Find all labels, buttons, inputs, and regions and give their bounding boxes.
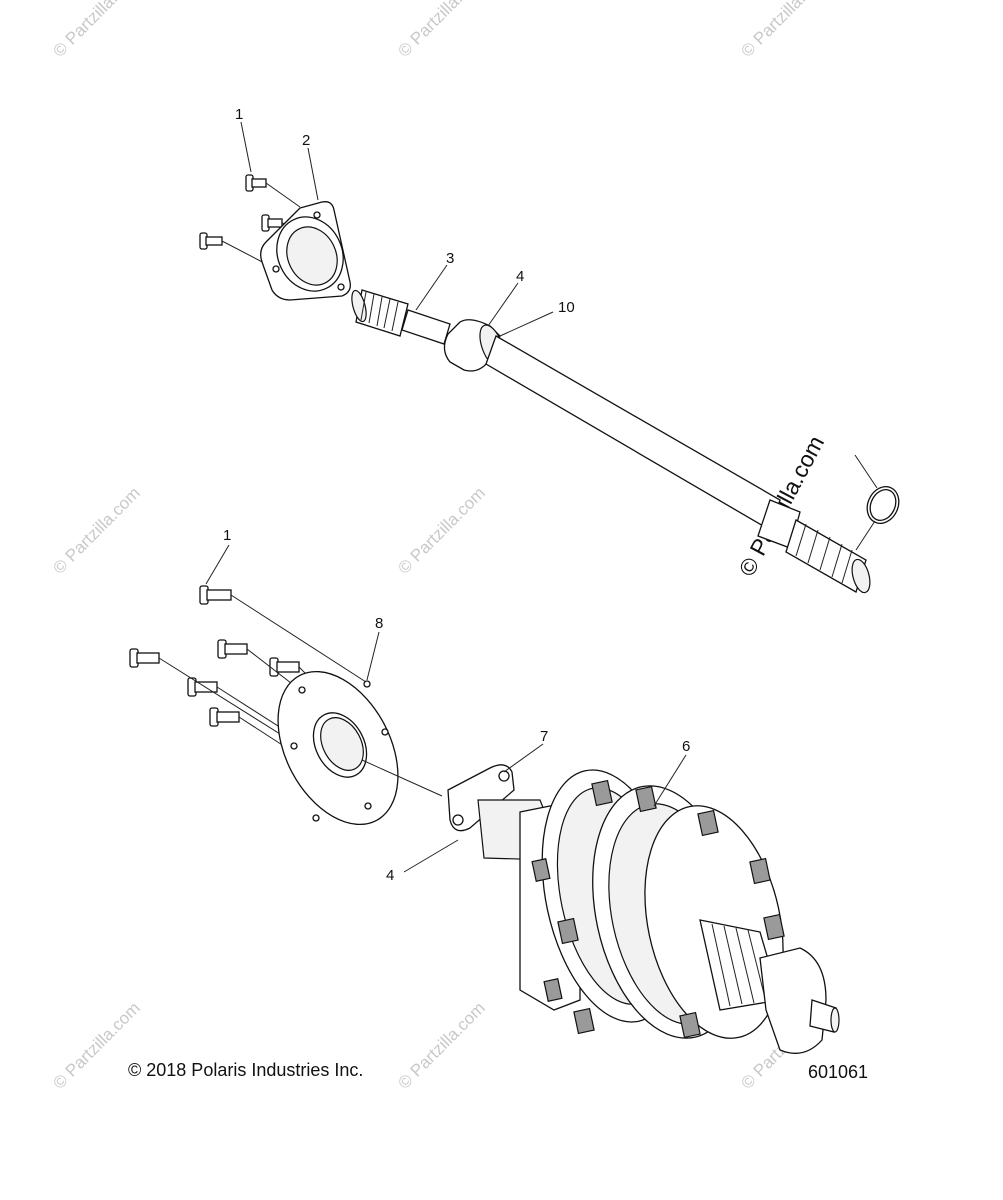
rivet-part <box>199 585 232 605</box>
watermark: © Partzilla.com <box>49 483 143 577</box>
callout-4-bottom: 4 <box>386 867 394 884</box>
callout-7: 7 <box>540 728 548 745</box>
rivet-part <box>217 639 248 659</box>
clutch-gear-assembly-part <box>519 769 840 1054</box>
watermark: © Partzilla.com <box>49 0 143 61</box>
callout-2: 2 <box>302 132 310 149</box>
rivet-part <box>261 214 283 232</box>
bearing-flange-part <box>260 201 351 301</box>
watermark: © Partzilla.com <box>394 483 488 577</box>
copyright-text: © 2018 Polaris Industries Inc. <box>128 1060 363 1080</box>
callout-1-top: 1 <box>235 106 243 123</box>
figure-number: 601061 <box>808 1062 868 1082</box>
rivet-part <box>187 677 218 697</box>
callout-10: 10 <box>558 299 575 316</box>
watermark: © Partzilla.com <box>394 0 488 61</box>
rivet-part <box>269 657 300 677</box>
callout-1-bottom: 1 <box>223 527 231 544</box>
drive-shaft-part <box>351 289 871 594</box>
rivet-part <box>245 174 267 192</box>
callout-labels: 1 2 3 4 10 1 8 7 6 4 <box>223 106 690 884</box>
watermark: © Partzilla.com <box>737 0 831 61</box>
callout-8: 8 <box>375 615 383 632</box>
round-flange-part <box>277 670 399 826</box>
rivet-part <box>209 707 240 727</box>
o-ring-part <box>866 486 900 524</box>
callout-6: 6 <box>682 738 690 755</box>
rivet-part <box>129 648 160 668</box>
watermark: © Partzilla.com <box>394 998 488 1092</box>
callout-3: 3 <box>446 250 454 267</box>
callout-4-top: 4 <box>516 268 524 285</box>
rivet-part <box>199 232 223 250</box>
